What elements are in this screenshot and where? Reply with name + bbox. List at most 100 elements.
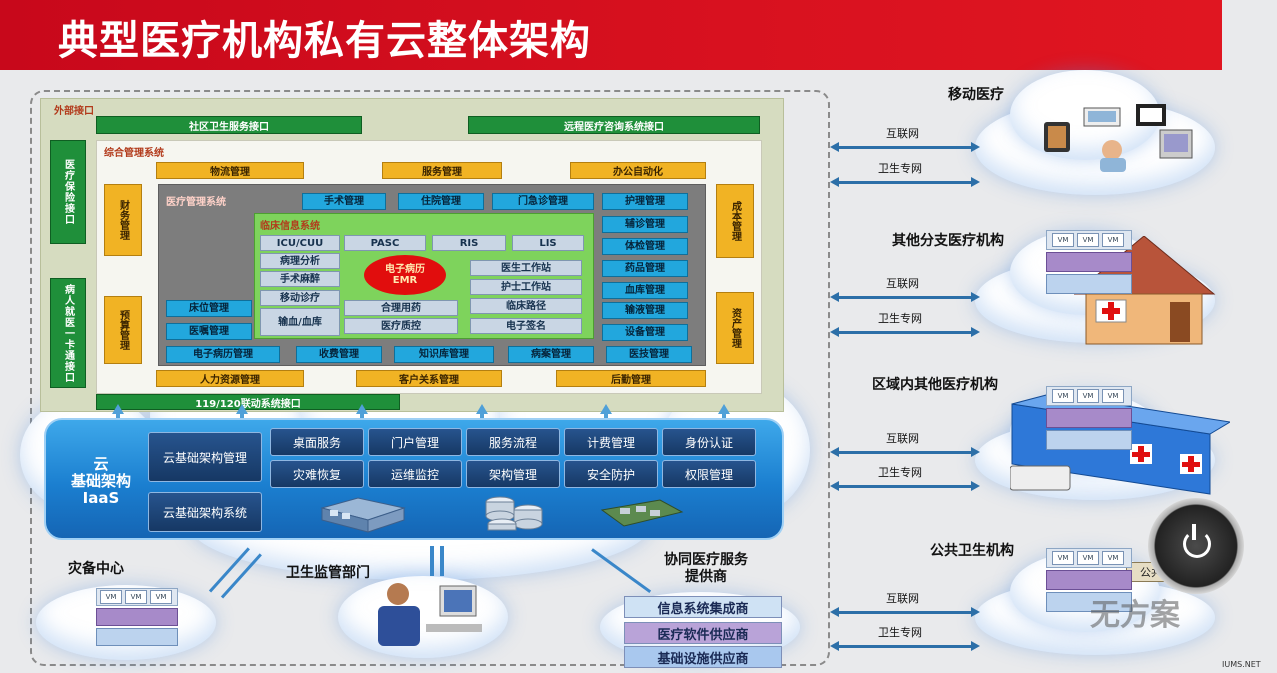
hardware-layer bbox=[1046, 430, 1132, 450]
private-cloud-boundary bbox=[30, 90, 830, 666]
hardware-layer bbox=[1046, 592, 1132, 612]
regional-label: 区域内其他医疗机构 bbox=[872, 377, 998, 393]
infusion-box: 输液管理 bbox=[602, 302, 688, 319]
private-net-label: 卫生专网 bbox=[878, 312, 922, 325]
internet-link bbox=[830, 607, 980, 617]
internet-label: 互联网 bbox=[886, 592, 919, 605]
branch-label: 其他分支医疗机构 bbox=[892, 233, 1004, 249]
physical-box: 体检管理 bbox=[602, 238, 688, 255]
doctor-icon bbox=[378, 583, 482, 646]
clinical-label: 临床信息系统 bbox=[260, 221, 320, 232]
ops-monitor-box: 运维监控 bbox=[368, 460, 462, 488]
provider-label-line2: 提供商 bbox=[685, 569, 727, 585]
virtualization-layer bbox=[1046, 252, 1132, 272]
internet-label: 互联网 bbox=[886, 127, 919, 140]
integrated-label: 综合管理系统 bbox=[104, 148, 164, 159]
emergency-interface: 119/120联动系统接口 bbox=[96, 394, 400, 410]
database-icon bbox=[485, 496, 543, 531]
vm-icon: VM bbox=[1102, 551, 1124, 565]
quality-box: 医疗质控 bbox=[344, 318, 458, 334]
private-net-link bbox=[830, 177, 980, 187]
nurse-station-box: 护士工作站 bbox=[470, 279, 582, 295]
software-vendor-box: 医疗软件供应商 bbox=[624, 622, 782, 644]
mobile-care-box: 移动诊疗 bbox=[260, 290, 340, 306]
pathway-box: 临床路径 bbox=[470, 298, 582, 314]
internet-label: 互联网 bbox=[886, 432, 919, 445]
vm-icon: VM bbox=[150, 590, 172, 604]
pathology-box: 病理分析 bbox=[260, 253, 340, 269]
icu-box: ICU/CUU bbox=[260, 235, 340, 251]
logistics-box: 物流管理 bbox=[156, 162, 304, 179]
iaas-label-line1: 云 bbox=[93, 455, 109, 473]
tech-box: 医技管理 bbox=[606, 346, 692, 363]
provider-label: 协同医疗服务 提供商 bbox=[664, 552, 748, 586]
finance-box: 财务管理 bbox=[104, 184, 142, 256]
supervision-link bbox=[440, 546, 444, 576]
internet-link bbox=[830, 142, 980, 152]
emr-mgmt-box: 电子病历管理 bbox=[166, 346, 280, 363]
private-net-label: 卫生专网 bbox=[878, 466, 922, 479]
assets-box: 资产管理 bbox=[716, 292, 754, 364]
server-icon bbox=[320, 497, 406, 533]
vm-icon: VM bbox=[1052, 233, 1074, 247]
internet-label: 互联网 bbox=[886, 277, 919, 290]
provider-label-line1: 协同医疗服务 bbox=[664, 552, 748, 568]
emr-core: 电子病历 EMR bbox=[364, 255, 446, 295]
iaas-label-line2: 基础架构 bbox=[70, 472, 131, 490]
signature-box: 电子签名 bbox=[470, 318, 582, 334]
records-box: 病案管理 bbox=[508, 346, 594, 363]
hardware-layer bbox=[1046, 274, 1132, 294]
private-net-label: 卫生专网 bbox=[878, 626, 922, 639]
metering-box: 计费管理 bbox=[564, 428, 658, 456]
doctor-station-box: 医生工作站 bbox=[470, 260, 582, 276]
card-interface: 病人就医一卡通接口 bbox=[50, 278, 86, 388]
circuit-board-icon bbox=[600, 499, 684, 527]
vm-icon: VM bbox=[1077, 551, 1099, 565]
orders-box: 医嘱管理 bbox=[166, 323, 252, 340]
virtualization-layer bbox=[96, 608, 178, 626]
cost-box: 成本管理 bbox=[716, 184, 754, 258]
permission-box: 权限管理 bbox=[662, 460, 756, 488]
mobile-medical-label: 移动医疗 bbox=[948, 87, 1004, 103]
lis-box: LIS bbox=[512, 235, 584, 251]
title-bar bbox=[0, 0, 1222, 70]
portal-box: 门户管理 bbox=[368, 428, 462, 456]
iaas-label-line3: IaaS bbox=[82, 489, 120, 507]
insurance-interface: 医疗保险接口 bbox=[50, 140, 86, 244]
power-symbol-line bbox=[1192, 524, 1196, 540]
bed-box: 床位管理 bbox=[166, 300, 252, 317]
medical-label: 医疗管理系统 bbox=[166, 197, 226, 208]
service-box: 服务管理 bbox=[382, 162, 502, 179]
external-interface-label: 外部接口 bbox=[54, 106, 94, 117]
ris-box: RIS bbox=[432, 235, 506, 251]
outpatient-box: 门急诊管理 bbox=[492, 193, 594, 210]
power-symbol bbox=[1183, 530, 1211, 558]
workflow-box: 服务流程 bbox=[466, 428, 560, 456]
crm-box: 客户关系管理 bbox=[356, 370, 502, 387]
equipment-box: 设备管理 bbox=[602, 324, 688, 341]
arch-mgmt-box: 架构管理 bbox=[466, 460, 560, 488]
iaas-label: 云 基础架构 IaaS bbox=[58, 456, 144, 507]
private-net-link bbox=[830, 327, 980, 337]
virtualization-layer bbox=[1046, 570, 1132, 590]
cloud-shape bbox=[338, 576, 508, 658]
watermark: 无方案 bbox=[1090, 598, 1180, 633]
hr-box: 人力资源管理 bbox=[156, 370, 304, 387]
vm-icon: VM bbox=[1102, 233, 1124, 247]
remote-consult-interface: 远程医疗咨询系统接口 bbox=[468, 116, 760, 134]
public-health-label: 公共卫生机构 bbox=[930, 543, 1014, 559]
rear-box: 后勤管理 bbox=[556, 370, 706, 387]
office-box: 办公自动化 bbox=[570, 162, 706, 179]
anesthesia-box: 手术麻醉 bbox=[260, 271, 340, 287]
knowledge-box: 知识库管理 bbox=[394, 346, 494, 363]
inpatient-box: 住院管理 bbox=[398, 193, 484, 210]
iaas-mgmt-box: 云基础架构管理 bbox=[148, 432, 262, 482]
transfusion-box: 输血/血库 bbox=[260, 308, 340, 336]
vm-icon: VM bbox=[1102, 389, 1124, 403]
community-interface: 社区卫生服务接口 bbox=[96, 116, 362, 134]
nursing-box: 护理管理 bbox=[602, 193, 688, 210]
auth-box: 身份认证 bbox=[662, 428, 756, 456]
private-net-label: 卫生专网 bbox=[878, 162, 922, 175]
rational-drug-box: 合理用药 bbox=[344, 300, 458, 316]
integrator-box: 信息系统集成商 bbox=[624, 596, 782, 618]
